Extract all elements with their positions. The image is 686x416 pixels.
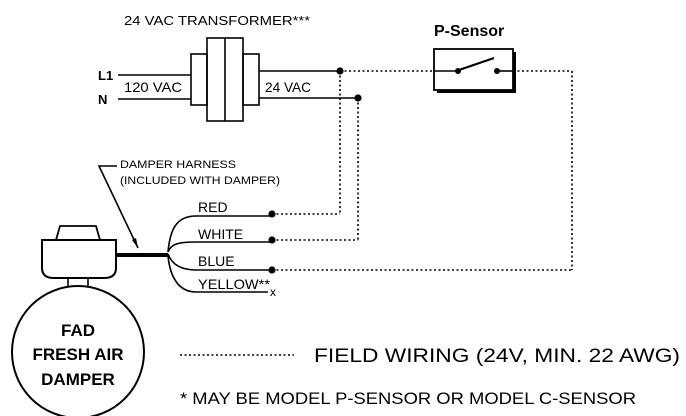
damper-label-line2: FRESH AIR <box>33 345 124 364</box>
harness-callout-arrowhead <box>132 238 138 248</box>
wire-blue-label: BLUE <box>198 253 235 269</box>
harness-label-line1: DAMPER HARNESS <box>120 159 236 171</box>
primary-voltage-label: 120 VAC <box>124 79 182 95</box>
transformer-title: 24 VAC TRANSFORMER*** <box>124 13 310 28</box>
sensor-box <box>433 48 514 91</box>
wire-red-label: RED <box>198 199 228 215</box>
damper-label-line1: FAD <box>61 321 95 340</box>
l1-label: L1 <box>98 68 113 83</box>
harness-callout-leader <box>97 165 139 249</box>
legend-field-wiring-text: FIELD WIRING (24V, MIN. 22 AWG) <box>314 346 680 367</box>
damper-actuator <box>41 225 117 292</box>
damper-body <box>11 285 145 416</box>
harness-label-line2: (INCLUDED WITH DAMPER) <box>120 175 280 187</box>
harness-cable <box>116 253 168 257</box>
damper-label-line3: DAMPER <box>41 370 115 389</box>
yellow-wire-end: x <box>270 285 276 299</box>
n-label: N <box>98 92 107 107</box>
sensor-switch-icon <box>434 56 513 74</box>
field-wiring <box>272 70 573 271</box>
wire-white-label: WHITE <box>198 226 243 242</box>
harness-wires <box>167 215 272 293</box>
secondary-voltage-label: 24 VAC <box>265 79 311 95</box>
sensor-title: P-Sensor <box>434 23 504 40</box>
transformer-symbol <box>190 37 260 122</box>
wire-yellow-label: YELLOW** <box>198 276 271 292</box>
footnote-text: * MAY BE MODEL P-SENSOR OR MODEL C-SENSO… <box>180 389 636 408</box>
